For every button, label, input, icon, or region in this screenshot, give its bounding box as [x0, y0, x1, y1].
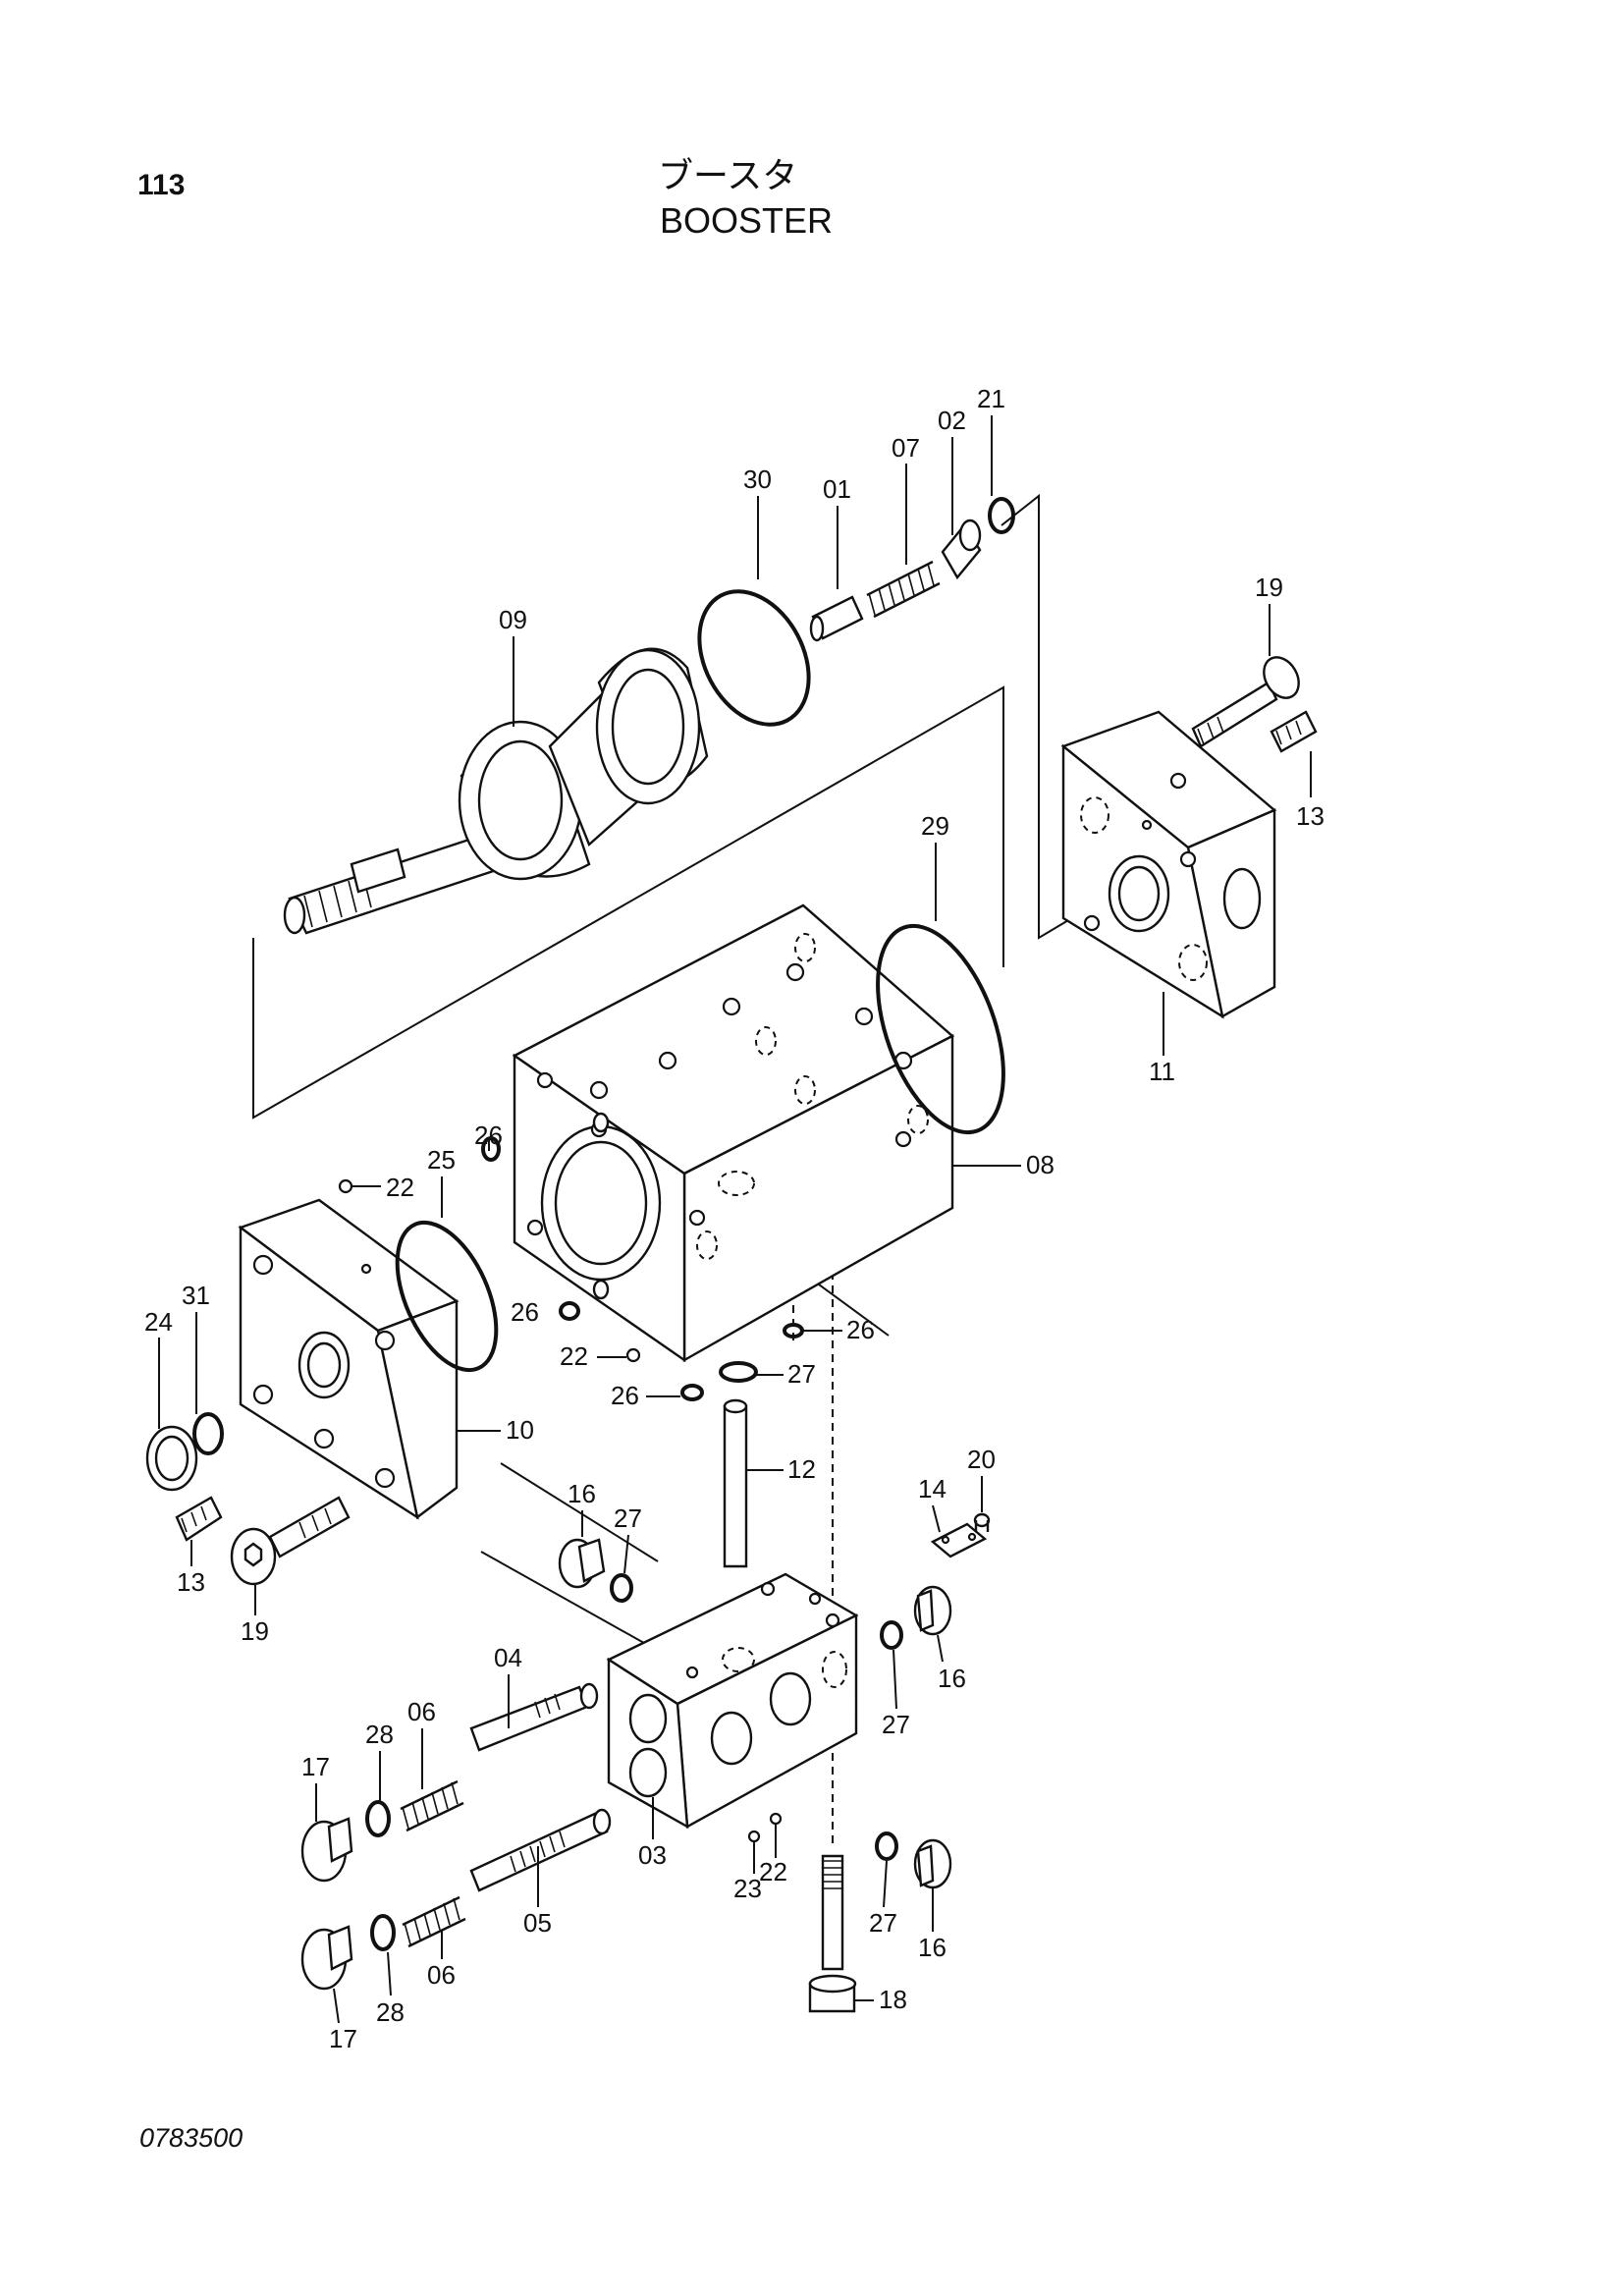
ball-22-b	[625, 1347, 641, 1363]
seat-02	[941, 519, 982, 580]
spring-06-upper	[400, 1779, 464, 1832]
callout-14: 14	[918, 1474, 947, 1503]
booster-body-08	[512, 903, 955, 1363]
piston-shaft-09	[283, 647, 709, 935]
callout-28-upper: 28	[365, 1720, 394, 1749]
spool-04	[469, 1682, 599, 1752]
plug-16-left	[558, 1538, 606, 1589]
callout-22-b: 22	[560, 1341, 588, 1371]
callout-16-right-upper: 16	[938, 1664, 966, 1693]
snap-ring-21	[988, 497, 1015, 534]
ball-23	[747, 1830, 761, 1843]
callout-25: 25	[427, 1145, 456, 1175]
callout-02: 02	[938, 406, 966, 435]
callout-26-c: 26	[611, 1381, 639, 1410]
end-cover-11	[1060, 710, 1277, 1019]
callout-24: 24	[144, 1307, 173, 1337]
o-ring-29	[876, 923, 1005, 1135]
plug-13-upper	[1270, 710, 1318, 753]
o-ring-26-d	[783, 1323, 804, 1339]
plug-13-lower	[175, 1496, 223, 1542]
callout-21: 21	[977, 384, 1005, 413]
valve-body-03	[606, 1572, 859, 1830]
callout-18: 18	[879, 1985, 907, 2014]
callout-30: 30	[743, 465, 772, 494]
callout-07: 07	[892, 433, 920, 463]
callout-27-right-upper: 27	[882, 1710, 910, 1739]
bolt-19-upper	[1191, 656, 1300, 748]
callout-22-c: 22	[759, 1857, 787, 1886]
o-ring-26-c	[680, 1384, 704, 1401]
spring-06-lower	[402, 1895, 466, 1948]
ball-22-a	[338, 1178, 353, 1194]
o-ring-25	[395, 1220, 499, 1373]
callout-17-lower: 17	[329, 2024, 357, 2053]
o-ring-26-a	[481, 1136, 501, 1162]
callout-31: 31	[182, 1281, 210, 1310]
screw-20	[973, 1512, 991, 1532]
plunger-01	[809, 595, 864, 642]
callout-17-upper: 17	[301, 1752, 330, 1781]
ball-22-c	[769, 1812, 783, 1826]
callout-06-lower: 06	[427, 1960, 456, 1990]
callout-19-top: 19	[1255, 573, 1283, 602]
page-number: 113	[137, 169, 186, 201]
callout-22-a: 22	[386, 1173, 414, 1202]
title-japanese: ブースタ	[658, 156, 798, 196]
o-ring-27-right-upper	[880, 1620, 903, 1650]
callout-23: 23	[733, 1874, 762, 1903]
callout-12: 12	[787, 1454, 816, 1484]
callout-09: 09	[499, 605, 527, 634]
plug-17-upper	[300, 1817, 353, 1883]
callout-26-b: 26	[511, 1297, 539, 1327]
callout-06-upper: 06	[407, 1697, 436, 1726]
cover-plate-10	[238, 1198, 460, 1520]
callout-16-right-lower: 16	[918, 1933, 947, 1962]
callout-16-left: 16	[568, 1479, 596, 1508]
callout-05: 05	[523, 1908, 552, 1938]
document-code: 0783500	[139, 2123, 243, 2153]
callout-04: 04	[494, 1643, 522, 1672]
callout-29: 29	[921, 811, 949, 841]
spool-05	[469, 1808, 612, 1892]
o-ring-27-center	[719, 1361, 758, 1383]
callout-20: 20	[967, 1445, 996, 1474]
o-ring-27-left	[610, 1573, 633, 1603]
o-ring-31	[192, 1412, 224, 1455]
callout-13-lower: 13	[177, 1567, 205, 1597]
plate-14	[930, 1522, 988, 1558]
bolt-19-lower	[230, 1496, 351, 1586]
callout-27-left: 27	[614, 1503, 642, 1533]
title-english: BOOSTER	[660, 200, 834, 241]
callout-13-top: 13	[1296, 801, 1325, 831]
o-ring-30	[697, 589, 811, 727]
o-ring-27-right-lower	[875, 1831, 898, 1861]
callout-27-right-lower: 27	[869, 1908, 897, 1938]
callout-26-d: 26	[846, 1315, 875, 1344]
bolt-18	[808, 1854, 857, 2013]
spring-07	[866, 560, 941, 619]
plug-17-lower	[300, 1925, 353, 1991]
callout-10: 10	[506, 1415, 534, 1445]
plug-24	[145, 1425, 198, 1492]
callout-01: 01	[823, 474, 851, 504]
plug-16-right-lower	[913, 1838, 952, 1889]
callout-labels: 30 01 07 02 21 09 19 13 29 11 08 26 25	[144, 384, 1325, 2053]
callout-11: 11	[1149, 1057, 1175, 1086]
callout-27-center: 27	[787, 1359, 816, 1389]
callout-28-lower: 28	[376, 1997, 405, 2027]
o-ring-28-upper	[365, 1800, 391, 1837]
o-ring-28-lower	[370, 1914, 396, 1951]
plug-16-right-upper	[913, 1585, 952, 1636]
o-ring-26-b	[559, 1301, 580, 1321]
callout-03: 03	[638, 1840, 667, 1870]
callout-08: 08	[1026, 1150, 1055, 1179]
pin-12	[723, 1398, 748, 1568]
callout-19-lower: 19	[241, 1616, 269, 1646]
